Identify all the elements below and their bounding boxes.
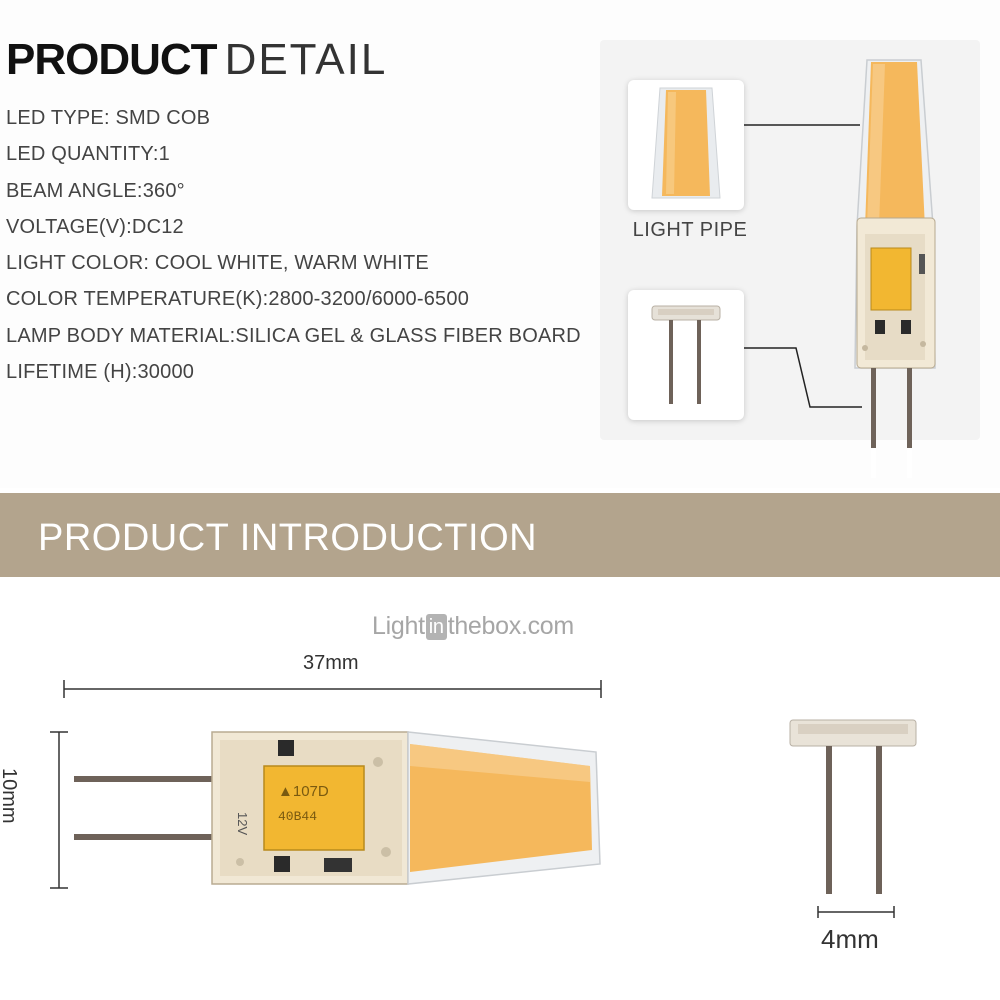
pin-spacing-dimension-label: 4mm [821, 924, 879, 954]
spec-list: LED TYPE: SMD COB LED QUANTITY:1 BEAM AN… [6, 100, 581, 390]
detail-title-bold: PRODUCT [6, 35, 218, 84]
spec-voltage: VOLTAGE(V):DC12 [6, 215, 184, 238]
bulb-horizontal-image: ▲107D 40B44 12V [74, 731, 601, 885]
capacitor-line1: ▲107D [278, 783, 329, 800]
watermark-suffix: thebox.com [447, 612, 575, 640]
light-pipe-label: LIGHT PIPE [632, 219, 748, 241]
callout-leader-lines [744, 124, 862, 408]
detail-title-light: DETAIL [224, 35, 388, 84]
watermark-badge: in [425, 614, 447, 640]
spec-beam-angle: BEAM ANGLE:360° [6, 179, 185, 202]
light-pipe-image [651, 87, 721, 199]
voltage-mark: 12V [235, 812, 250, 835]
spec-light-color: LIGHT COLOR: COOL WHITE, WARM WHITE [6, 252, 429, 275]
intro-banner [0, 493, 1000, 577]
spec-color-temperature: COLOR TEMPERATURE(K):2800-3200/6000-6500 [6, 288, 470, 311]
intro-banner-title: PRODUCT INTRODUCTION [38, 517, 538, 559]
length-dimension-label: 37mm [303, 652, 359, 674]
light-pipe-thumbnail [628, 80, 744, 210]
pins-thumbnail [628, 290, 744, 420]
bulb-pin-view-image [789, 719, 917, 894]
spec-lifetime: LIFETIME (H):30000 [6, 361, 195, 384]
bulb-vertical-image [854, 59, 936, 478]
spec-body-material: LAMP BODY MATERIAL:SILICA GEL & GLASS FI… [6, 324, 581, 347]
pins-image [651, 305, 721, 404]
capacitor-line2: 40B44 [278, 809, 317, 824]
watermark-prefix: Light [372, 612, 425, 640]
spec-led-quantity: LED QUANTITY:1 [6, 143, 170, 166]
spec-led-type: LED TYPE: SMD COB [6, 107, 211, 129]
